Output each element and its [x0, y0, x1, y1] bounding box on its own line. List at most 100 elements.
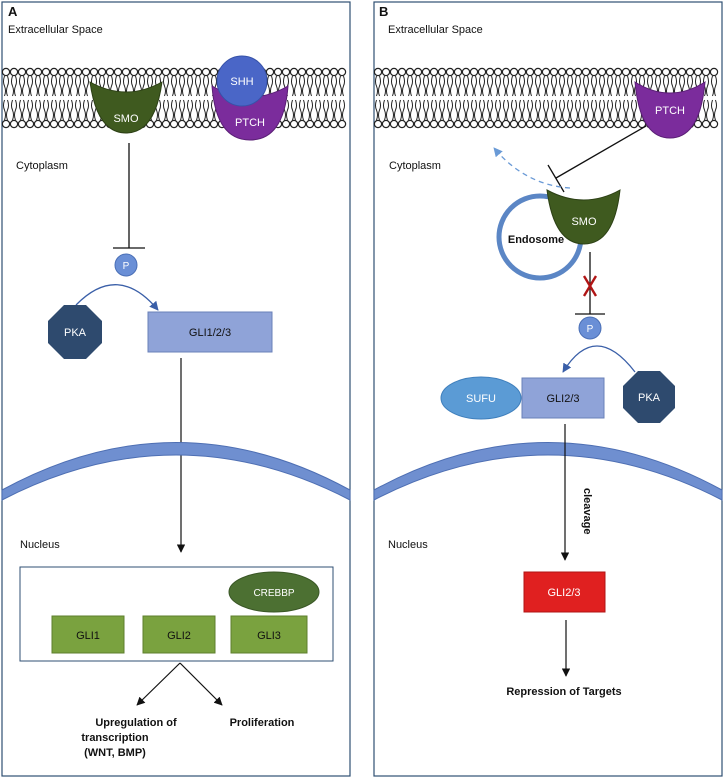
lipid-head	[653, 67, 663, 77]
lipid-head	[273, 67, 283, 77]
lipid-head	[709, 119, 719, 129]
lipid-tail	[171, 75, 177, 97]
lipid-tail	[307, 75, 313, 97]
cytoplasm-label-b: Cytoplasm	[389, 160, 441, 172]
lipid-tail	[583, 75, 589, 97]
phosphorylation-arrow-b	[562, 345, 636, 373]
lipid-head	[161, 67, 171, 77]
lipid-head	[669, 67, 679, 77]
lipid-tail	[471, 99, 477, 121]
sufu-protein	[440, 376, 522, 420]
lipid-tail	[59, 99, 65, 121]
lipid-head	[321, 119, 331, 129]
gli123-label: GLI1/2/3	[189, 327, 231, 339]
lipid-tail	[591, 99, 597, 121]
lipid-tail	[383, 75, 389, 97]
lipid-tail	[339, 75, 345, 97]
lipid-tail	[323, 75, 329, 97]
lipid-head	[581, 67, 591, 77]
lipid-head	[41, 119, 51, 129]
lipid-head	[329, 119, 339, 129]
lipid-head	[397, 119, 407, 129]
lipid-head	[525, 67, 535, 77]
phosphate-label-b: P	[587, 324, 594, 335]
lipid-tail	[375, 75, 381, 97]
lipid-tail	[575, 99, 581, 121]
lipid-tail	[591, 75, 597, 97]
lipid-head	[589, 67, 599, 77]
lipid-tail	[331, 75, 337, 97]
ptch-label-b: PTCH	[655, 105, 685, 117]
sufu-label: SUFU	[466, 393, 496, 405]
lipid-head	[337, 67, 347, 77]
cell-membrane-a	[1, 67, 347, 129]
gli23-label: GLI2/3	[546, 393, 579, 405]
lipid-tail	[19, 75, 25, 97]
lipid-head	[297, 119, 307, 129]
lipid-tail	[179, 99, 185, 121]
lipid-tail	[415, 75, 421, 97]
lipid-head	[73, 119, 83, 129]
lipid-tail	[431, 75, 437, 97]
lipid-head	[445, 119, 455, 129]
pka-label-a: PKA	[64, 327, 87, 339]
lipid-tail	[195, 99, 201, 121]
lipid-head	[405, 67, 415, 77]
lipid-head	[605, 119, 615, 129]
lipid-head	[17, 67, 27, 77]
lipid-tail	[527, 75, 533, 97]
lipid-head	[49, 119, 59, 129]
lipid-head	[581, 119, 591, 129]
pka-label-b: PKA	[638, 392, 661, 404]
lipid-tail	[423, 75, 429, 97]
lipid-tail	[35, 99, 41, 121]
lipid-head	[297, 67, 307, 77]
smo-receptor-b	[546, 189, 621, 245]
lipid-tail	[339, 99, 345, 121]
upregulation-label-1: Upregulation of	[95, 717, 177, 729]
panel-b-border	[373, 1, 723, 777]
lipid-head	[661, 67, 671, 77]
lipid-tail	[503, 99, 509, 121]
block-x-icon-2	[582, 275, 598, 297]
lipid-tail	[83, 99, 89, 121]
lipid-head	[161, 119, 171, 129]
lipid-head	[193, 119, 203, 129]
lipid-head	[153, 67, 163, 77]
lipid-head	[337, 119, 347, 129]
lipid-tail	[479, 75, 485, 97]
lipid-head	[185, 67, 195, 77]
cytoplasm-label-a: Cytoplasm	[16, 160, 68, 172]
lipid-tail	[503, 75, 509, 97]
lipid-head	[437, 119, 447, 129]
lipid-head	[517, 119, 527, 129]
lipid-head	[693, 119, 703, 129]
lipid-tail	[3, 75, 9, 97]
lipid-head	[137, 67, 147, 77]
lipid-head	[169, 119, 179, 129]
lipid-tail	[163, 99, 169, 121]
lipid-tail	[551, 75, 557, 97]
gli23-repressor-box	[523, 571, 606, 613]
lipid-tail	[75, 75, 81, 97]
lipid-tail	[455, 99, 461, 121]
lipid-head	[313, 67, 323, 77]
lipid-head	[49, 67, 59, 77]
lipid-tail	[307, 99, 313, 121]
lipid-tail	[11, 75, 17, 97]
shh-label: SHH	[230, 76, 253, 88]
lipid-tail	[375, 99, 381, 121]
lipid-tail	[495, 99, 501, 121]
lipid-tail	[323, 99, 329, 121]
panel-a-letter: A	[8, 4, 18, 19]
cell-membrane-b	[373, 67, 719, 129]
lipid-tail	[315, 99, 321, 121]
lipid-tail	[599, 75, 605, 97]
lipid-head	[613, 119, 623, 129]
lipid-tail	[535, 75, 541, 97]
lipid-head	[413, 67, 423, 77]
lipid-head	[541, 67, 551, 77]
lipid-tail	[543, 99, 549, 121]
lipid-tail	[291, 99, 297, 121]
lipid-head	[373, 67, 383, 77]
